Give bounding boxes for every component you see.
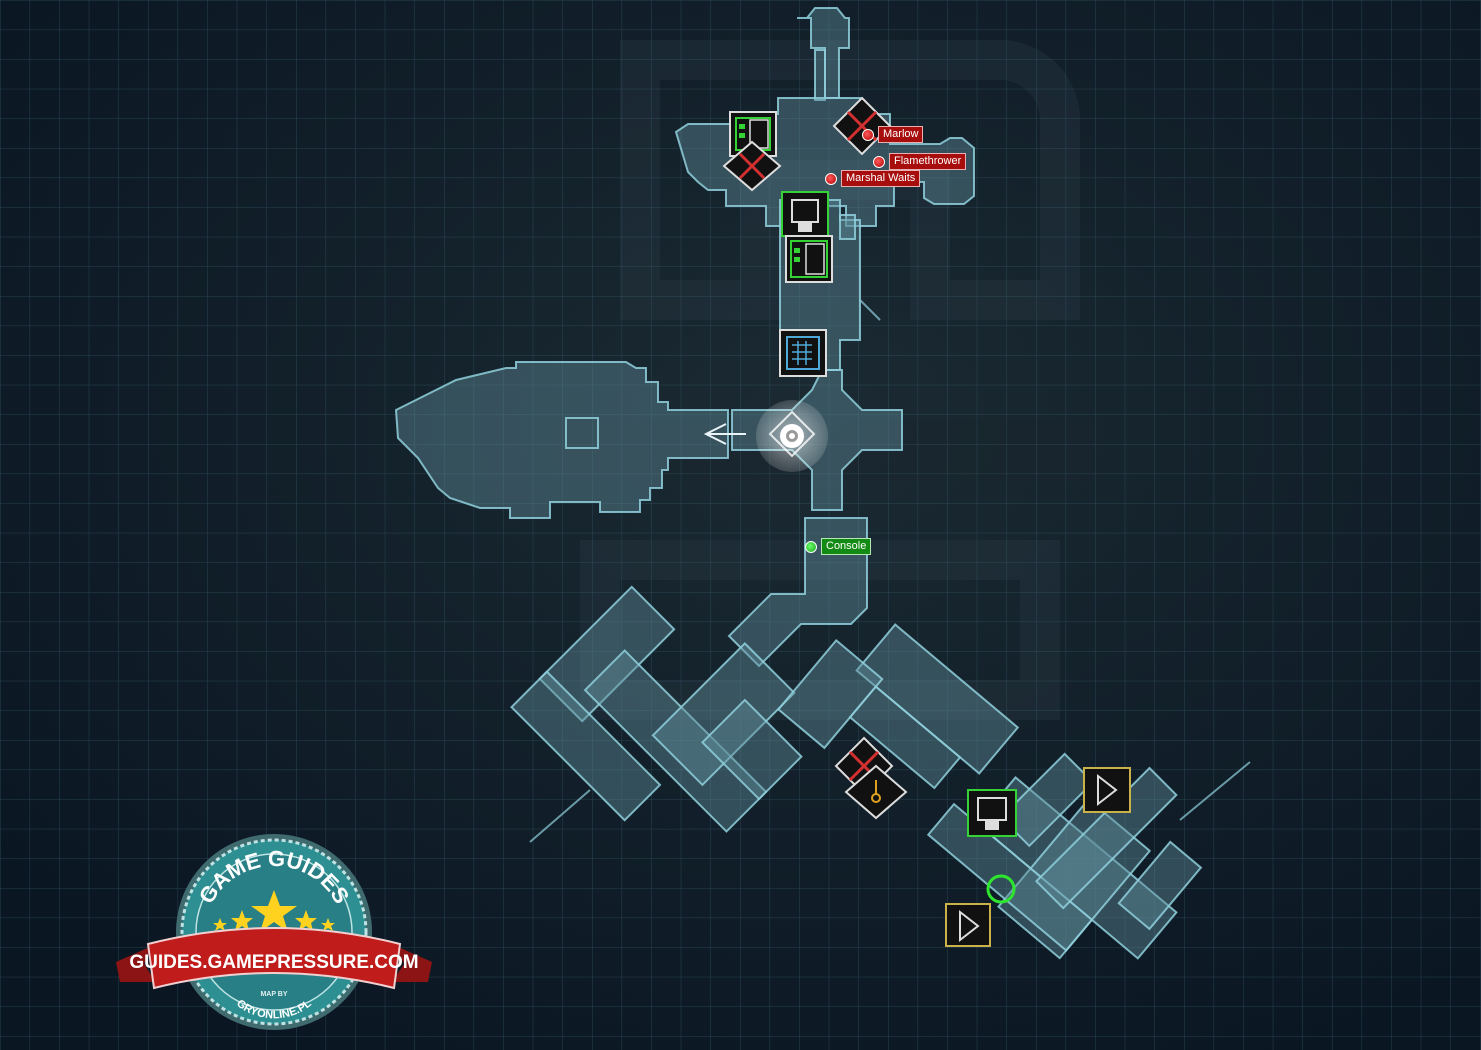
marker-label: Flamethrower: [889, 153, 967, 170]
room-far-southeast: [926, 776, 1203, 960]
marker-label: Marlow: [878, 126, 924, 143]
map-rooms: [394, 7, 1203, 960]
exit-arrow-icon[interactable]: [945, 903, 991, 947]
map-lines: [529, 299, 1251, 843]
marker-label: Marshal Waits: [841, 170, 921, 187]
blocked-door-icon[interactable]: [722, 140, 782, 192]
save-station-icon[interactable]: [781, 191, 829, 237]
marker-marlow[interactable]: Marlow: [862, 126, 924, 143]
exit-arrow-icon[interactable]: [1083, 767, 1131, 813]
marker-marshal-waits[interactable]: Marshal Waits: [825, 170, 921, 187]
game-guides-watermark: GAME GUIDES GUIDES.GAMEPRESSURE.COM MAP …: [116, 834, 432, 1030]
side-niche: [839, 214, 856, 240]
save-station-icon[interactable]: [967, 789, 1017, 837]
circuit-panel-icon[interactable]: [779, 329, 827, 377]
ribbon-banner: [146, 927, 402, 990]
objective-ring-icon[interactable]: [986, 874, 1016, 904]
room-southwest-complex: [510, 585, 803, 833]
ribbon-text: GUIDES.GAMEPRESSURE.COM: [129, 952, 418, 973]
ribbon-left-tail: [116, 946, 156, 982]
ribbon-right-tail: [392, 946, 432, 982]
room-southeast-hall: [776, 623, 1020, 790]
blocked-door-icon[interactable]: [832, 96, 892, 156]
corridor-top: [814, 49, 826, 101]
marker-label: Console: [821, 538, 872, 555]
room-south-corridor: [727, 517, 868, 668]
key-door-icon[interactable]: [844, 764, 908, 820]
badge-stars: [213, 890, 335, 932]
red-marker-icon: [862, 128, 874, 141]
badge-map-by: MAP BY: [260, 991, 287, 998]
west-wing-pillar: [565, 417, 599, 449]
green-marker-icon: [805, 540, 817, 553]
room-west-wing: [394, 361, 729, 519]
room-top-tower: [797, 7, 850, 99]
locker-icon[interactable]: [785, 235, 833, 283]
red-marker-icon: [825, 172, 837, 185]
marker-flamethrower[interactable]: Flamethrower: [873, 153, 967, 170]
waypoint-icon[interactable]: [756, 400, 828, 472]
direction-arrow-icon: [703, 423, 746, 445]
marker-console[interactable]: Console: [805, 538, 872, 555]
red-marker-icon: [873, 155, 885, 168]
